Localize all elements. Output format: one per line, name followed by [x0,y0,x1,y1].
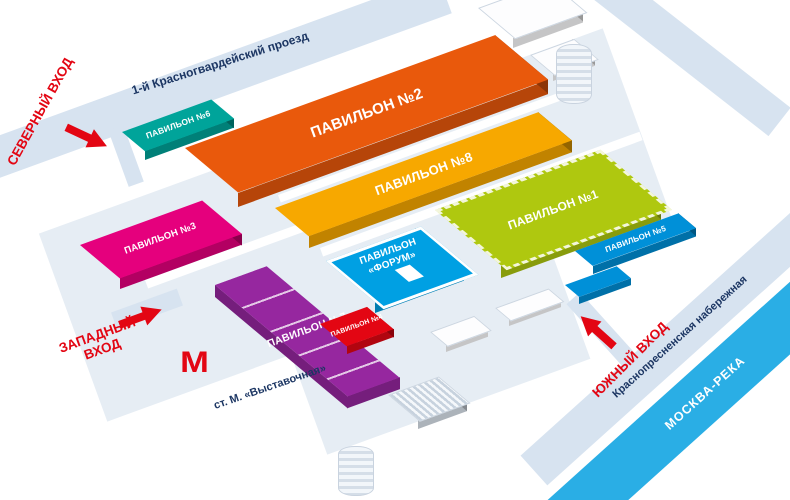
west-entrance-arrow [118,306,162,329]
pavilion-forum-skylight [394,264,424,283]
south-entrance-arrow-shape [580,316,617,350]
west-entrance-arrow-shape [118,306,162,329]
tank-cylinder [338,446,374,496]
north-entrance-arrow-shape [64,123,107,148]
south-entrance-arrow [580,316,617,350]
pavilion-3-label: ПАВИЛЬОН №3 [123,220,199,257]
metro-logo: М [180,346,209,379]
north-entrance-arrow [64,123,107,148]
tower-cylinder [556,44,592,104]
pavilion-1-label: ПАВИЛЬОН №1 [506,186,601,233]
pavilion-4-label: ПАВИЛЬОН №4 [329,313,384,339]
